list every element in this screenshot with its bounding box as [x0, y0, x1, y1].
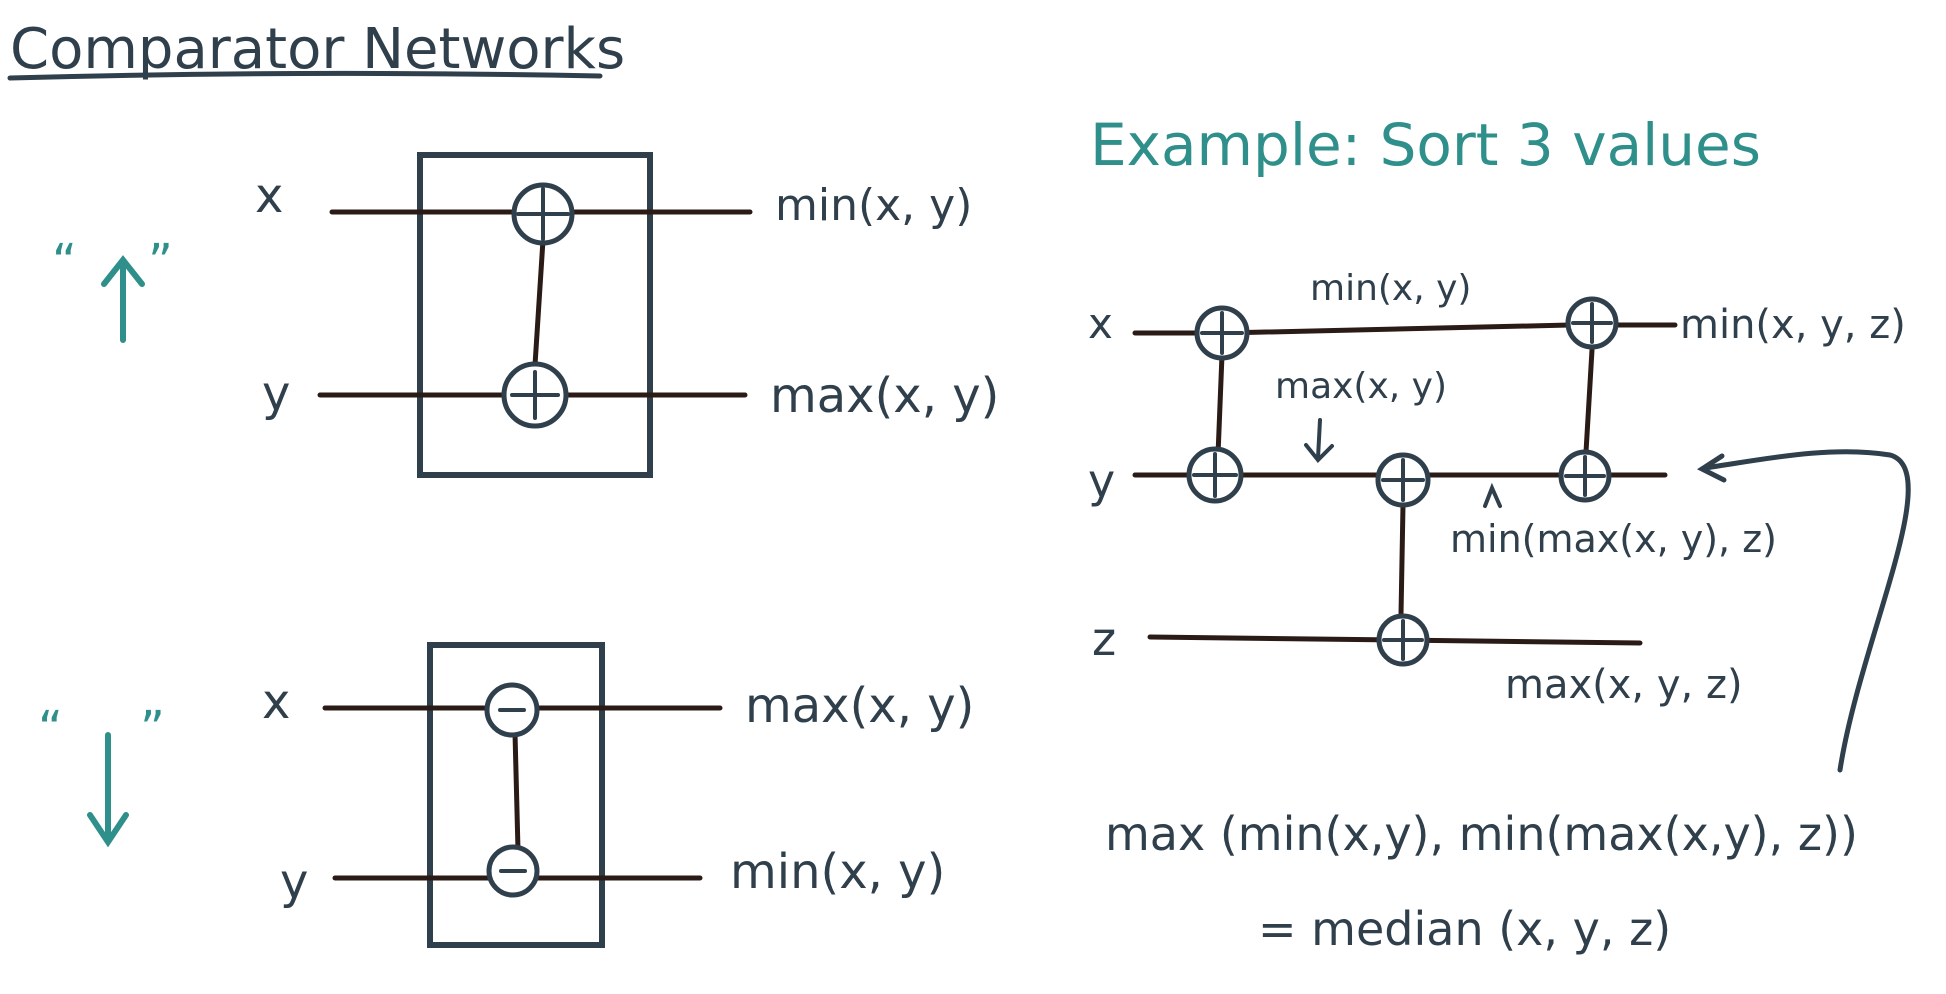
example-up-pointer-icon: [1483, 482, 1502, 508]
down-comparator-box: [427, 642, 605, 948]
example-label-min-max: min(max(x, y), z): [1450, 517, 1777, 561]
up-arrow-icon: [101, 255, 145, 343]
up-plus-node-top: [511, 182, 575, 246]
down-arrow-icon: [87, 732, 129, 848]
example-node-x2: [1565, 296, 1619, 350]
down-output-top: max(x, y): [745, 678, 974, 734]
down-input-x: x: [262, 674, 290, 730]
example-label-min-xyz: min(x, y, z): [1680, 302, 1906, 348]
title-underline: [7, 70, 603, 81]
up-comparator: “ ” x y min(x, y) max(x, y): [52, 152, 999, 478]
down-minus-node-top: [484, 682, 540, 738]
formula-line-1: max (min(x,y), min(max(x,y), z)): [1105, 807, 1858, 861]
formula-line-2: = median (x, y, z): [1258, 902, 1671, 956]
example-node-y1: [1186, 446, 1244, 504]
example-input-z: z: [1092, 612, 1116, 666]
up-quote-close: ”: [148, 234, 173, 290]
example-input-y: y: [1088, 454, 1115, 508]
example-node-y2: [1375, 452, 1431, 508]
up-plus-node-bottom: [501, 361, 569, 429]
down-input-y: y: [280, 854, 308, 910]
example-label-max-xyz: max(x, y, z): [1505, 662, 1743, 708]
example-down-pointer-icon: [1304, 418, 1334, 463]
down-quote-close: ”: [140, 701, 165, 757]
example-heading: Example: Sort 3 values: [1090, 111, 1761, 179]
down-output-bottom: min(x, y): [730, 844, 945, 900]
example-label-max-xy: max(x, y): [1275, 366, 1447, 407]
example-input-x: x: [1088, 299, 1113, 348]
example-network: Example: Sort 3 values x y z: [1088, 111, 1911, 956]
example-node-z: [1376, 613, 1430, 667]
example-link-yz: [1398, 502, 1406, 618]
example-label-min-xy: min(x, y): [1310, 268, 1471, 309]
up-output-top: min(x, y): [775, 180, 972, 231]
example-link-xy: [1215, 352, 1225, 458]
down-comparator: “ ” x y max(x, y) min(x, y): [38, 642, 974, 948]
up-link: [532, 237, 546, 368]
down-quote-open: “: [38, 701, 63, 757]
up-input-y: y: [262, 366, 290, 422]
down-minus-node-bottom: [486, 844, 540, 898]
example-node-x1: [1194, 305, 1250, 361]
curved-arrow-icon: [1702, 449, 1911, 773]
example-link-xy-2: [1583, 347, 1595, 455]
up-input-x: x: [255, 168, 283, 224]
example-wire-x: [1132, 322, 1678, 336]
down-link: [512, 730, 521, 853]
up-output-bottom: max(x, y): [770, 368, 999, 424]
up-comparator-box: [417, 152, 653, 478]
up-quote-open: “: [52, 234, 77, 290]
example-node-y3: [1558, 449, 1612, 503]
curved-arrow-head-icon: [1696, 453, 1727, 483]
